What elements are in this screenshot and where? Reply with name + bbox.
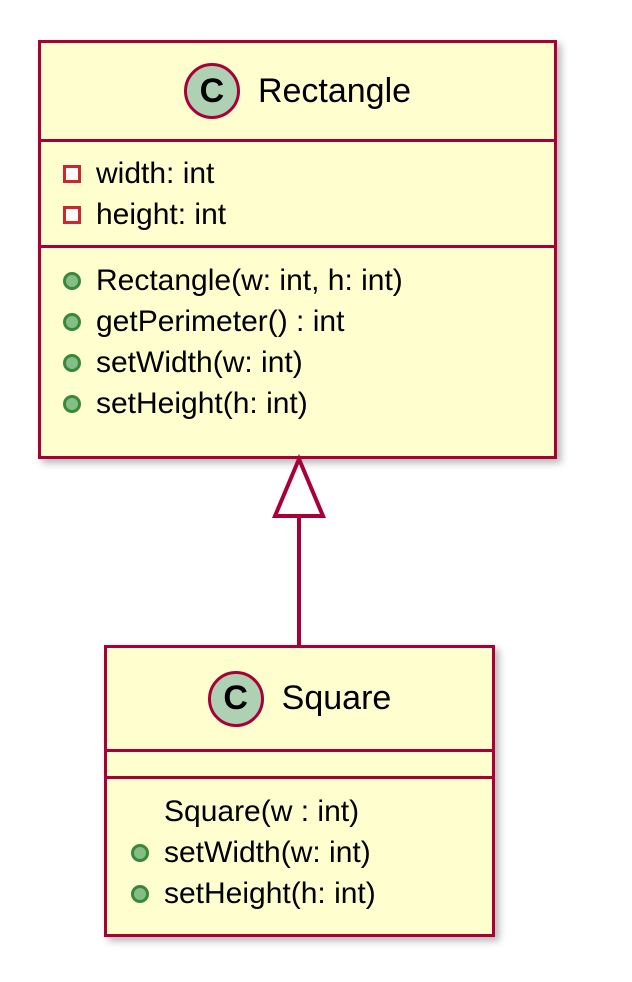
attribute-label: height: int xyxy=(96,198,227,231)
method-row: setHeight(h: int) xyxy=(107,873,492,914)
class-header-square: C Square xyxy=(107,648,492,749)
attributes-compartment-rectangle: width: int height: int xyxy=(41,142,554,245)
public-marker-icon xyxy=(61,301,83,342)
attribute-row: height: int xyxy=(41,194,554,235)
hollow-triangle-arrowhead-icon xyxy=(271,453,327,518)
attributes-compartment-square xyxy=(107,752,492,776)
public-marker-icon xyxy=(129,832,151,873)
method-label: setHeight(h: int) xyxy=(96,387,308,420)
method-label: setHeight(h: int) xyxy=(164,877,376,910)
method-label: setWidth(w: int) xyxy=(96,346,303,379)
method-row: setWidth(w: int) xyxy=(41,342,554,383)
class-name-label: Rectangle xyxy=(257,71,412,110)
method-label: Square(w : int) xyxy=(164,795,360,828)
public-marker-icon xyxy=(61,383,83,424)
private-marker-icon xyxy=(61,153,83,194)
compartment-divider xyxy=(107,776,492,779)
generalization-arrow-square-to-rectangle[interactable] xyxy=(268,452,332,650)
class-name-label: Square xyxy=(281,679,392,717)
method-label: setWidth(w: int) xyxy=(164,836,371,869)
method-row: setWidth(w: int) xyxy=(107,832,492,873)
methods-compartment-rectangle: Rectangle(w: int, h: int) getPerimeter()… xyxy=(41,248,554,436)
method-row: Rectangle(w: int, h: int) xyxy=(41,260,554,301)
method-row: setHeight(h: int) xyxy=(41,383,554,424)
no-visibility-marker xyxy=(129,791,151,832)
private-marker-icon xyxy=(61,194,83,235)
methods-compartment-square: Square(w : int) setWidth(w: int) setHeig… xyxy=(107,779,492,924)
public-marker-icon xyxy=(61,260,83,301)
class-icon: C xyxy=(183,63,240,119)
method-row: getPerimeter() : int xyxy=(41,301,554,342)
compartment-divider xyxy=(41,139,554,142)
attribute-label: width: int xyxy=(96,157,215,190)
method-label: getPerimeter() : int xyxy=(96,305,345,338)
uml-class-rectangle[interactable]: C Rectangle width: int height: int Recta… xyxy=(38,40,557,459)
public-marker-icon xyxy=(61,342,83,383)
method-row: Square(w : int) xyxy=(107,791,492,832)
attribute-row: width: int xyxy=(41,153,554,194)
method-label: Rectangle(w: int, h: int) xyxy=(96,264,403,297)
compartment-divider xyxy=(107,749,492,752)
class-icon: C xyxy=(207,670,264,727)
compartment-divider xyxy=(41,245,554,248)
public-marker-icon xyxy=(129,873,151,914)
class-header-rectangle: C Rectangle xyxy=(41,43,554,139)
uml-class-square[interactable]: C Square Square(w : int) setWidth(w: int… xyxy=(104,645,495,937)
